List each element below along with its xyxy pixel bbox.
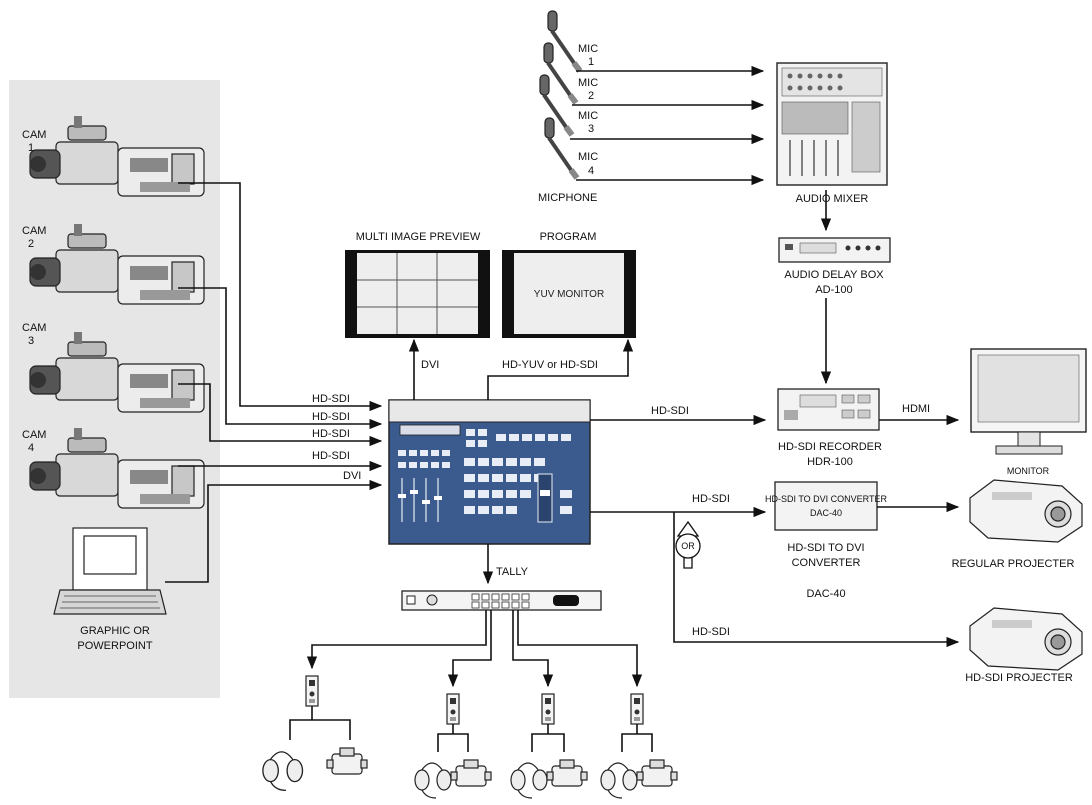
program-monitor: PROGRAM YUV MONITOR (502, 231, 636, 338)
program-label: PROGRAM (540, 231, 597, 243)
cam2-signal-label: HD-SDI (312, 411, 350, 423)
microphones-0-label_line2-text: 1 (588, 56, 594, 68)
multi-image-preview-monitor: MULTI IMAGE PREVIEW (345, 231, 490, 338)
computer-signal-label: DVI (343, 470, 361, 482)
hd-sdi-projector: HD-SDI HD-SDI PROJECTER (673, 512, 1083, 684)
cam1-signal-label: HD-SDI (312, 393, 350, 405)
program-screen-text: YUV MONITOR (534, 289, 604, 300)
video-switcher (388, 399, 591, 545)
computer-label-1: GRAPHIC OR (80, 625, 150, 637)
or-switch-symbol: OR (675, 520, 701, 569)
preview-label: MULTI IMAGE PREVIEW (356, 231, 481, 243)
cam3-signal-label: HD-SDI (312, 428, 350, 440)
hdmi-signal-label: HDMI (902, 403, 930, 415)
hd-sdi-recorder: HD-SDI HD-SDI RECORDER HDR-100 HDMI (590, 388, 960, 468)
microphones-2-label_line1-text: MIC (578, 110, 598, 122)
microphones-0-label_line1-text: MIC (578, 43, 598, 55)
audio-mixer: AUDIO MIXER (776, 62, 888, 205)
microphones-1-label_line1-text: MIC (578, 77, 598, 89)
camera-1: CAM 1 (22, 115, 205, 197)
camera-label: CAM (22, 322, 46, 334)
recorder-label-1: HD-SDI RECORDER (778, 441, 882, 453)
or-label: OR (681, 541, 695, 551)
monitor-label: MONITOR (1007, 466, 1050, 476)
tally-system: TALLY (262, 544, 678, 799)
converter-signal-label: HD-SDI (692, 493, 730, 505)
microphones-3-label_line2-text: 4 (588, 165, 594, 177)
microphones: MIC 1 MIC 2 MIC 3 MIC 4 MICPHONE (538, 11, 765, 204)
converter-label-3: DAC-40 (806, 588, 845, 600)
camera-3: CAM 3 (22, 322, 205, 413)
micphone-label: MICPHONE (538, 192, 597, 204)
camera-number: 2 (28, 238, 34, 250)
converter-front_model-text: DAC-40 (810, 508, 842, 518)
audio-delay-label-2: AD-100 (815, 284, 852, 296)
input-wires: HD-SDI HD-SDI HD-SDI HD-SDI DVI (165, 182, 383, 583)
camera-4: CAM 4 (22, 427, 205, 509)
microphones-2-label_line2-text: 3 (588, 123, 594, 135)
tally-label: TALLY (496, 566, 529, 578)
program-signal-label: HD-YUV or HD-SDI (502, 359, 598, 371)
hd-sdi-to-dvi-converter: HD-SDI HD-SDI TO DVI CONVERTER DAC-40 HD… (590, 481, 960, 600)
audio-delay-label-1: AUDIO DELAY BOX (784, 269, 884, 281)
converter-label-1: HD-SDI TO DVI (787, 542, 864, 554)
camera-number: 4 (28, 442, 34, 454)
computer-label-2: POWERPOINT (77, 640, 152, 652)
microphones-3-label_line1-text: MIC (578, 151, 598, 163)
converter-front_text-text: HD-SDI TO DVI CONVERTER (765, 494, 888, 504)
computer: GRAPHIC OR POWERPOINT (53, 527, 167, 652)
cam4-signal-label: HD-SDI (312, 450, 350, 462)
camera-label: CAM (22, 225, 46, 237)
camera-number: 1 (28, 142, 34, 154)
camera-number: 3 (28, 335, 34, 347)
microphones-1-label_line2-text: 2 (588, 90, 594, 102)
audio-delay-box: AUDIO DELAY BOX AD-100 (778, 237, 891, 296)
camera-2: CAM 2 (22, 223, 205, 305)
audio-mixer-label: AUDIO MIXER (796, 193, 869, 205)
converter-label-2: CONVERTER (792, 557, 861, 569)
recorder-signal-label: HD-SDI (651, 405, 689, 417)
hd-sdi-projector-label: HD-SDI PROJECTER (965, 672, 1073, 684)
regular-projector-label: REGULAR PROJECTER (952, 558, 1075, 570)
sdi-projector-signal-label: HD-SDI (692, 626, 730, 638)
camera-label: CAM (22, 129, 46, 141)
monitor-wires: DVI HD-YUV or HD-SDI (408, 338, 634, 400)
lcd-monitor: MONITOR (970, 348, 1087, 476)
recorder-label-2: HDR-100 (807, 456, 853, 468)
dvi-signal-label: DVI (421, 359, 439, 371)
regular-projector: REGULAR PROJECTER (952, 479, 1083, 570)
camera-label: CAM (22, 429, 46, 441)
